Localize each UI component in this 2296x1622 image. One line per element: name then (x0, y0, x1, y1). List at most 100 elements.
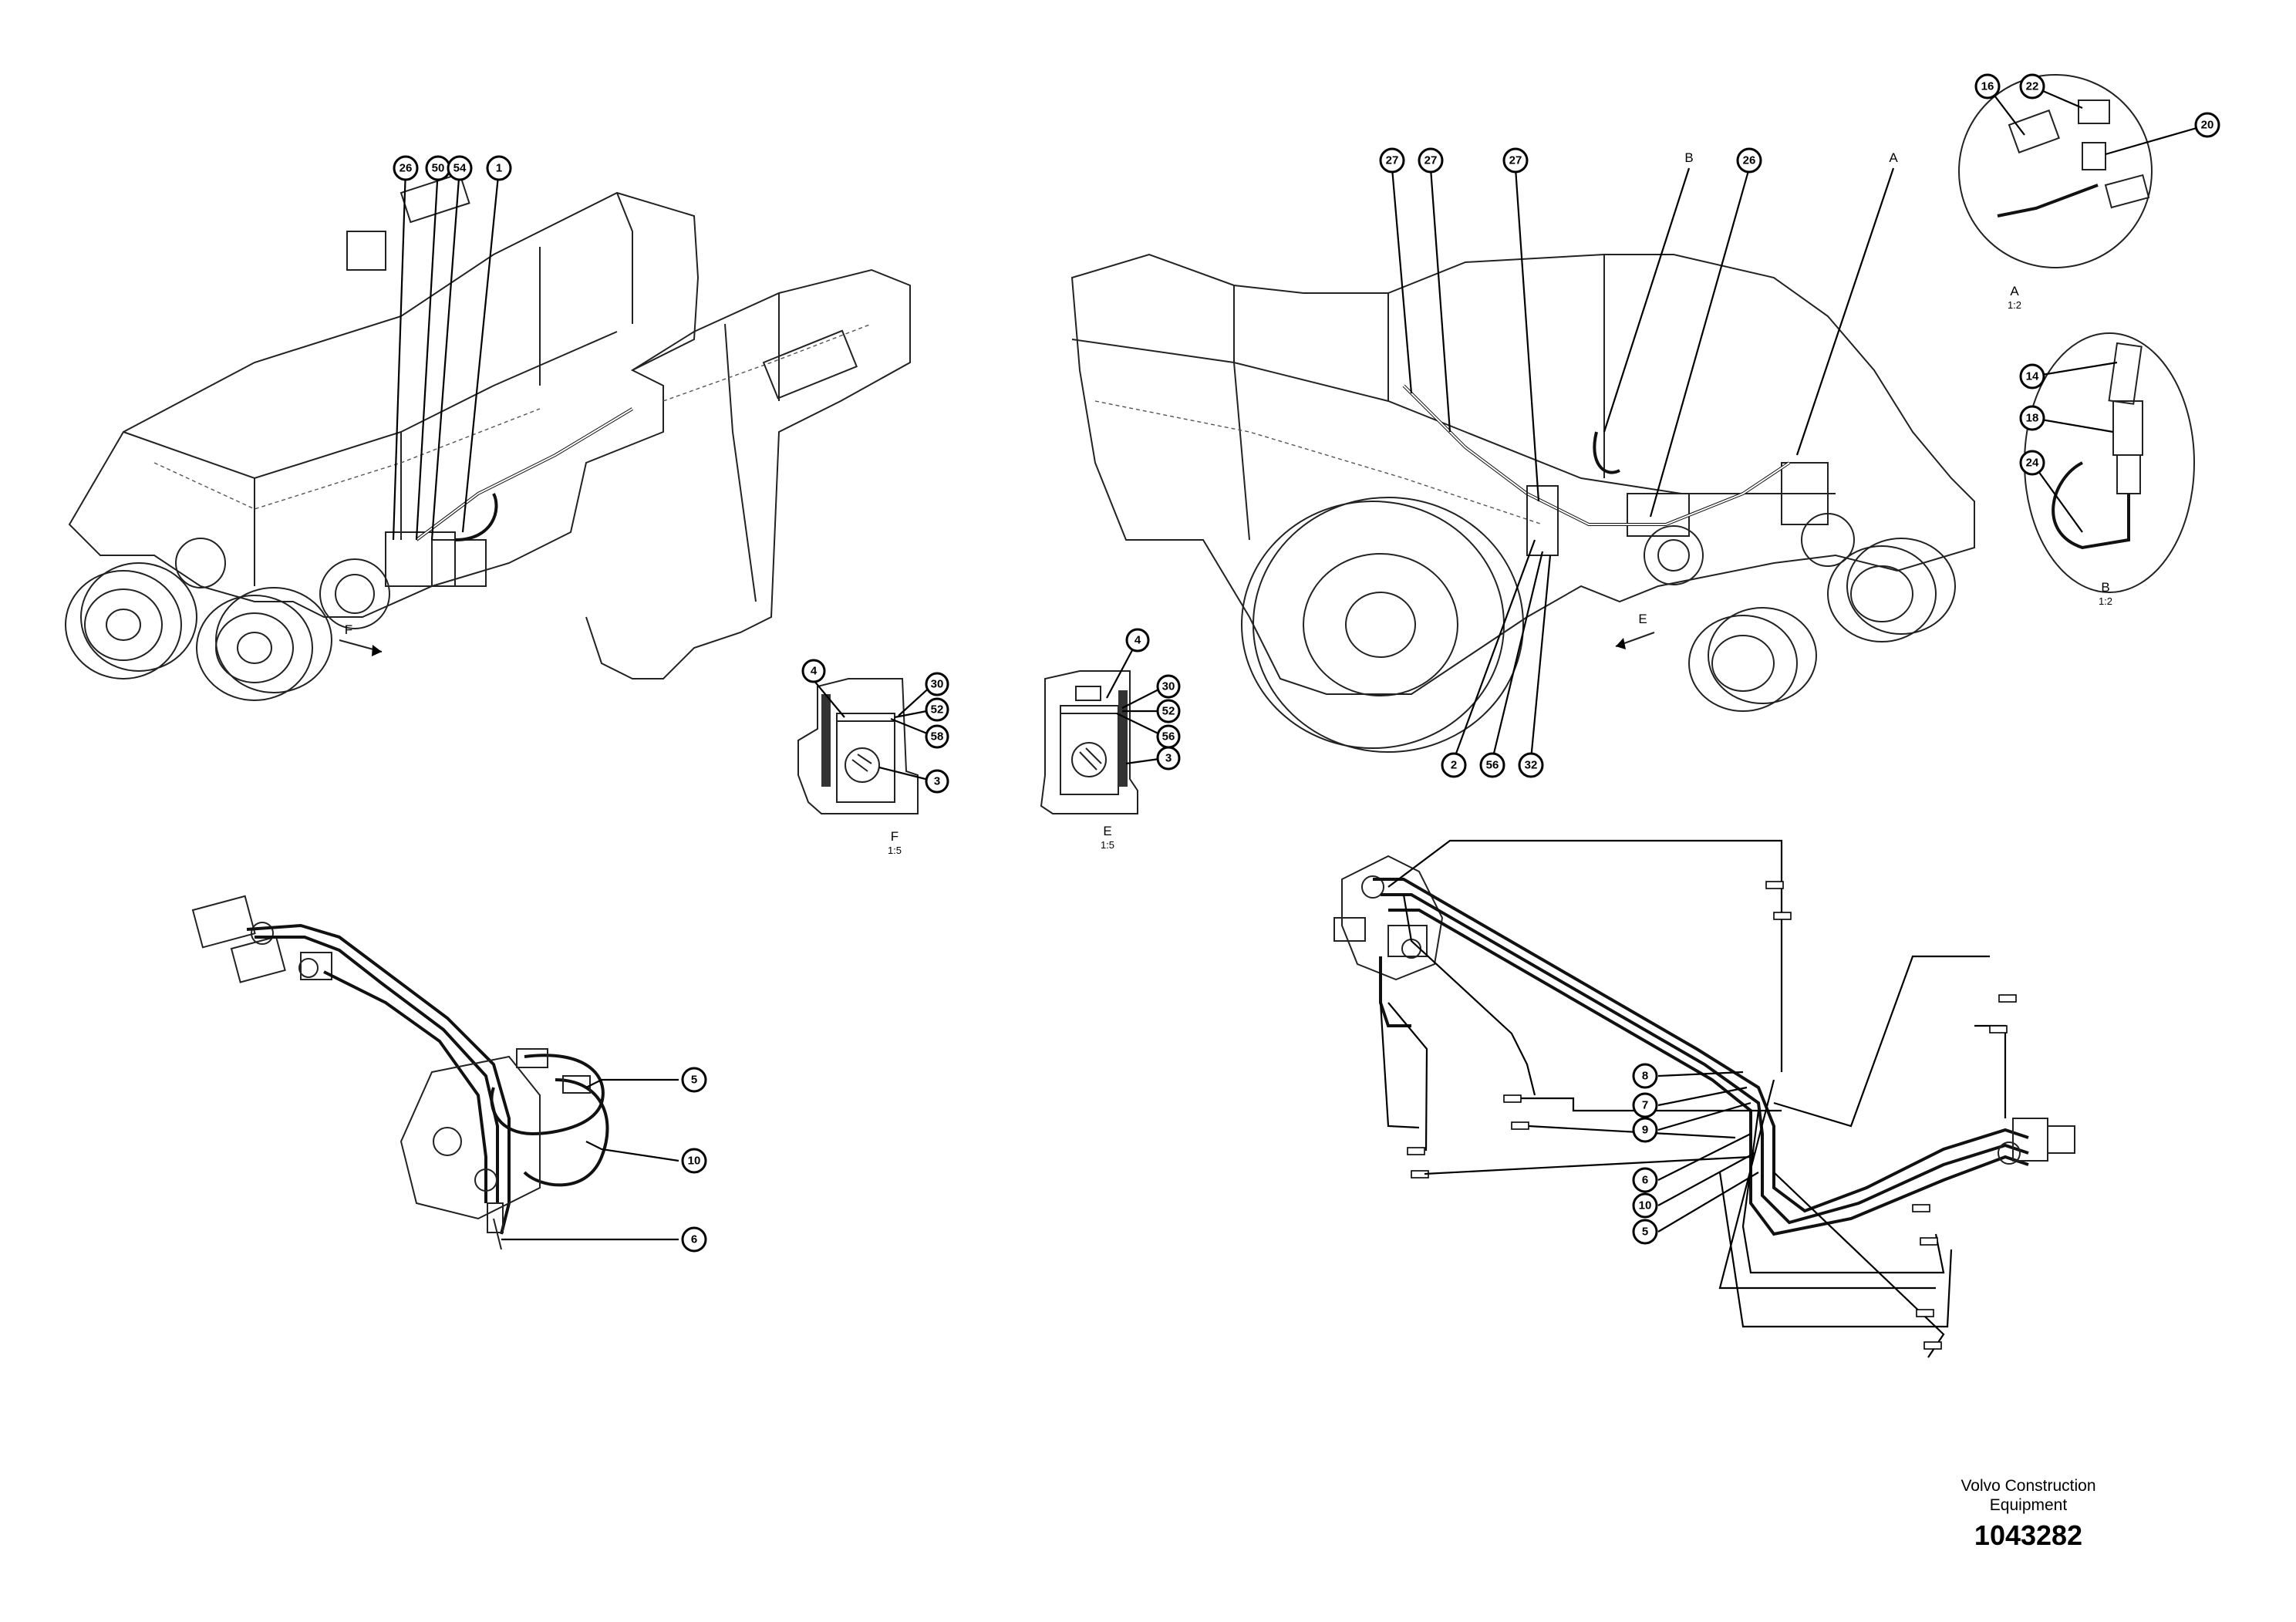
callout: 52 (925, 697, 949, 722)
callout: 50 (425, 155, 451, 181)
brand-name: Volvo Construction Equipment (1897, 1476, 2159, 1515)
callout: 58 (925, 724, 949, 749)
callout: 56 (1156, 724, 1181, 749)
left-pump-assembly (175, 531, 487, 629)
detail-a-caption: A (2010, 284, 2019, 298)
callout: 54 (447, 155, 473, 181)
svg-text:30: 30 (931, 678, 944, 691)
callout: 1 (486, 155, 512, 181)
hose-layout-left (191, 895, 679, 1250)
direction-label-e: E (1638, 612, 1647, 626)
svg-text:50: 50 (432, 162, 445, 175)
callout: 10 (1632, 1192, 1658, 1219)
callout: 4 (801, 659, 826, 683)
detail-b-caption: B (2101, 580, 2109, 595)
callout: 6 (1632, 1167, 1658, 1193)
section-e-scale: 1:5 (1101, 839, 1114, 851)
reference-tags (1407, 881, 2017, 1350)
svg-text:8: 8 (1642, 1070, 1648, 1083)
callout: 30 (925, 672, 949, 696)
document-number: 1043282 (1974, 1519, 2083, 1551)
section-e: E 1:5 (1040, 639, 1165, 851)
callout: 22 (2019, 73, 2045, 99)
svg-text:52: 52 (1162, 705, 1175, 718)
svg-text:22: 22 (2026, 80, 2039, 93)
svg-text:16: 16 (1981, 80, 1994, 93)
callout: 24 (2019, 450, 2045, 476)
detail-a: A 1:2 (1958, 74, 2208, 311)
callout: 32 (1518, 752, 1544, 778)
svg-text:2: 2 (1451, 759, 1457, 772)
section-f-caption: F (891, 829, 899, 844)
brand-line-1: Volvo Construction (1961, 1477, 2096, 1495)
callout: 27 (1418, 147, 1444, 174)
svg-text:27: 27 (1424, 154, 1438, 167)
svg-text:9: 9 (1642, 1124, 1648, 1137)
svg-text:27: 27 (1386, 154, 1399, 167)
svg-text:24: 24 (2026, 457, 2039, 470)
svg-text:6: 6 (1642, 1174, 1648, 1187)
callout: 3 (925, 769, 949, 794)
right-front-wheel (1241, 497, 1524, 753)
direction-label-f: F (345, 622, 352, 637)
svg-text:32: 32 (1525, 759, 1538, 772)
svg-text:56: 56 (1486, 759, 1499, 772)
svg-text:27: 27 (1509, 154, 1522, 167)
svg-text:3: 3 (1165, 752, 1172, 765)
left-control-valve (400, 1048, 591, 1220)
right-rear-wheels (1688, 538, 1956, 712)
detail-a-scale: 1:2 (2008, 299, 2021, 311)
svg-text:20: 20 (2201, 119, 2214, 132)
callout: 26 (1736, 147, 1762, 174)
callout: 30 (1156, 674, 1181, 699)
callout: 52 (1156, 699, 1181, 723)
section-f-scale: 1:5 (888, 845, 902, 856)
callout: 18 (2019, 405, 2045, 431)
left-machine-view: F (65, 167, 911, 701)
svg-text:14: 14 (2026, 370, 2039, 383)
left-rear-wheel (65, 562, 197, 679)
brand-line-2: Equipment (1989, 1496, 2068, 1514)
callout: 8 (1632, 1063, 1658, 1089)
hose-layout-right (1333, 839, 2075, 1358)
svg-text:18: 18 (2026, 412, 2039, 425)
svg-text:6: 6 (691, 1233, 697, 1246)
detail-b-scale: 1:2 (2099, 595, 2112, 607)
svg-text:26: 26 (400, 162, 413, 175)
direction-arrow-f: F (339, 622, 383, 656)
svg-text:26: 26 (1743, 154, 1756, 167)
right-end-fitting (1998, 1118, 2075, 1165)
callout: 6 (681, 1226, 707, 1253)
callout: 5 (681, 1067, 707, 1093)
callout: 7 (1632, 1092, 1658, 1118)
svg-text:54: 54 (453, 162, 467, 175)
left-front-wheel (196, 587, 332, 701)
svg-text:4: 4 (1135, 634, 1141, 647)
callout: 16 (1974, 73, 2001, 99)
callout: 14 (2019, 363, 2045, 389)
section-f: F 1:5 (797, 678, 936, 856)
right-machine-view: E (1070, 167, 1975, 760)
svg-text:5: 5 (691, 1074, 697, 1087)
svg-text:1: 1 (496, 162, 502, 175)
callout: 4 (1125, 628, 1150, 653)
svg-text:7: 7 (1642, 1099, 1648, 1112)
svg-text:30: 30 (1162, 680, 1175, 693)
svg-text:56: 56 (1162, 730, 1175, 744)
reference-letter-a: A (1889, 150, 1898, 165)
callout-layer: 26 50 54 1 27 27 27 B 26 A 2 56 32 16 22… (393, 73, 2220, 1253)
detail-b: B 1:2 (2024, 332, 2195, 607)
callout: 27 (1502, 147, 1529, 174)
svg-text:52: 52 (931, 703, 944, 717)
callout: 27 (1379, 147, 1405, 174)
reference-letter-b: B (1684, 150, 1693, 165)
callout: 56 (1479, 752, 1505, 778)
section-e-caption: E (1103, 824, 1111, 838)
callout: 3 (1156, 746, 1181, 771)
direction-arrow-e: E (1615, 612, 1655, 649)
callout: 20 (2194, 112, 2220, 138)
callout: 2 (1441, 752, 1467, 778)
callout: 5 (1632, 1219, 1658, 1245)
svg-text:3: 3 (934, 775, 940, 788)
